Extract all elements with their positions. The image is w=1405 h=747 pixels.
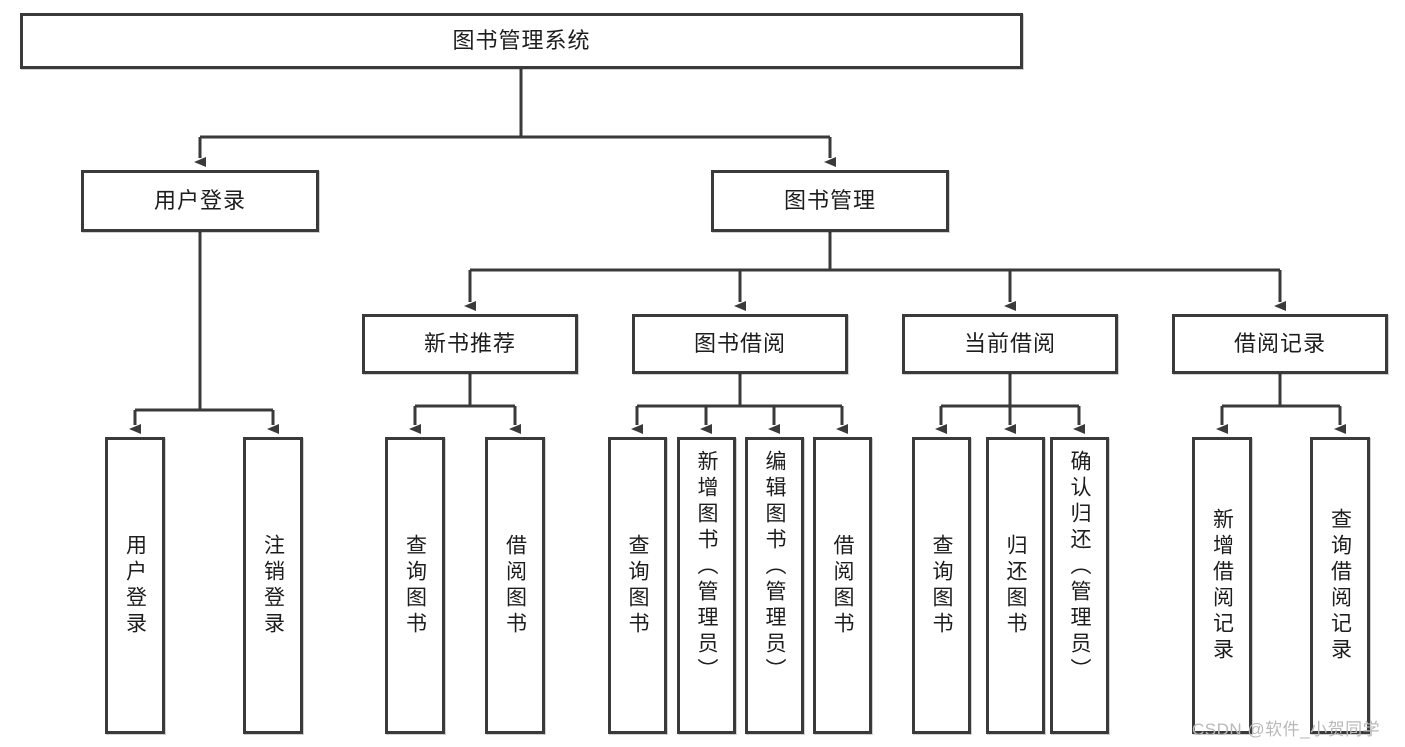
node-label: 图书管理系统 bbox=[452, 28, 591, 54]
node-new-book-rec[interactable]: 新书推荐 bbox=[362, 314, 578, 374]
node-leaf-rec-borrow-book[interactable]: 借阅图书 bbox=[485, 437, 545, 734]
node-current-borrow[interactable]: 当前借阅 bbox=[902, 314, 1118, 374]
node-label: 借阅图书 bbox=[503, 533, 527, 638]
node-label: 查询图书 bbox=[930, 533, 953, 638]
node-borrow-record[interactable]: 借阅记录 bbox=[1172, 314, 1388, 374]
node-label: 查询图书 bbox=[626, 533, 649, 638]
node-leaf-cur-confirm-return[interactable]: 确认归还（管理员） bbox=[1050, 437, 1109, 734]
node-label: 归还图书 bbox=[1004, 533, 1027, 638]
node-leaf-user-logout[interactable]: 注销登录 bbox=[243, 437, 303, 734]
node-label: 新增图书（管理员） bbox=[695, 450, 718, 684]
node-label: 图书管理 bbox=[783, 188, 876, 214]
node-leaf-cur-return-book[interactable]: 归还图书 bbox=[986, 437, 1045, 734]
node-label: 确认归还（管理员） bbox=[1068, 450, 1091, 684]
node-user-login[interactable]: 用户登录 bbox=[81, 170, 319, 232]
node-label: 借阅记录 bbox=[1233, 331, 1326, 357]
node-label: 新书推荐 bbox=[423, 331, 516, 357]
node-leaf-borrow-borrow-book[interactable]: 借阅图书 bbox=[813, 437, 872, 734]
node-root-system[interactable]: 图书管理系统 bbox=[20, 13, 1023, 69]
node-leaf-cur-query-book[interactable]: 查询图书 bbox=[912, 437, 971, 734]
csdn-watermark: CSDN @软件_小贺同学 bbox=[1192, 720, 1381, 739]
node-leaf-rec-query-record[interactable]: 查询借阅记录 bbox=[1310, 437, 1370, 734]
node-label: 新增借阅记录 bbox=[1210, 507, 1234, 664]
node-leaf-user-login[interactable]: 用户登录 bbox=[105, 437, 165, 734]
node-label: 编辑图书（管理员） bbox=[763, 450, 786, 684]
node-leaf-rec-add-record[interactable]: 新增借阅记录 bbox=[1192, 437, 1252, 734]
node-label: 注销登录 bbox=[261, 533, 285, 638]
node-label: 查询借阅记录 bbox=[1328, 507, 1352, 664]
node-label: 当前借阅 bbox=[963, 331, 1056, 357]
node-book-manage[interactable]: 图书管理 bbox=[711, 170, 949, 232]
node-book-borrow[interactable]: 图书借阅 bbox=[632, 314, 848, 374]
node-leaf-borrow-edit-book[interactable]: 编辑图书（管理员） bbox=[745, 437, 804, 734]
node-leaf-borrow-add-book[interactable]: 新增图书（管理员） bbox=[677, 437, 736, 734]
node-label: 图书借阅 bbox=[693, 331, 786, 357]
node-leaf-borrow-query-book[interactable]: 查询图书 bbox=[608, 437, 667, 734]
node-leaf-rec-query-book[interactable]: 查询图书 bbox=[385, 437, 445, 734]
node-label: 用户登录 bbox=[153, 188, 246, 214]
node-label: 借阅图书 bbox=[831, 533, 854, 638]
node-label: 用户登录 bbox=[123, 533, 147, 638]
node-label: 查询图书 bbox=[403, 533, 427, 638]
